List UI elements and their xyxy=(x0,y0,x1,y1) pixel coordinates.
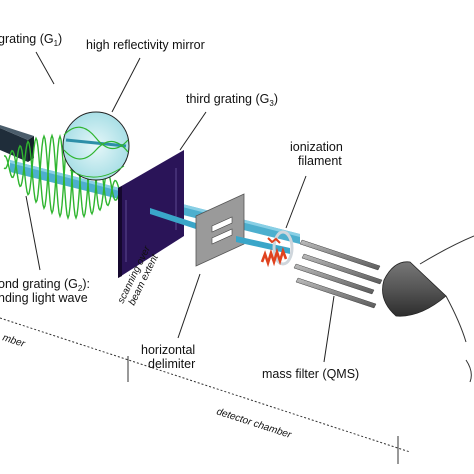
mass-filter-label: mass filter (QMS) xyxy=(262,367,359,381)
first-grating-block xyxy=(0,125,34,162)
detector-chamber-label: detector chamber xyxy=(215,406,293,441)
leader-lines xyxy=(25,51,335,363)
chamber-baseline xyxy=(0,317,411,464)
mass-filter-rods xyxy=(293,239,383,309)
filament-label: filament xyxy=(298,154,342,168)
horizontal-label: horizontal xyxy=(141,343,195,357)
mirror-label: high reflectivity mirror xyxy=(86,38,205,52)
delimiter-label: delimiter xyxy=(148,357,195,371)
second-grating-label: ond grating (G2): xyxy=(0,277,90,293)
source-chamber-label: mber xyxy=(1,332,27,350)
beam-segment-2 xyxy=(150,208,205,232)
third-grating-label: third grating (G3) xyxy=(186,92,278,108)
horizontal-delimiter xyxy=(195,193,245,267)
ionization-filament xyxy=(260,230,294,268)
mirror-inset xyxy=(62,111,130,181)
first-grating-label: grating (G1) xyxy=(0,32,62,48)
detector-cone xyxy=(382,235,474,383)
ionization-label: ionization xyxy=(290,140,343,154)
standing-wave-label: nding light wave xyxy=(0,291,88,305)
